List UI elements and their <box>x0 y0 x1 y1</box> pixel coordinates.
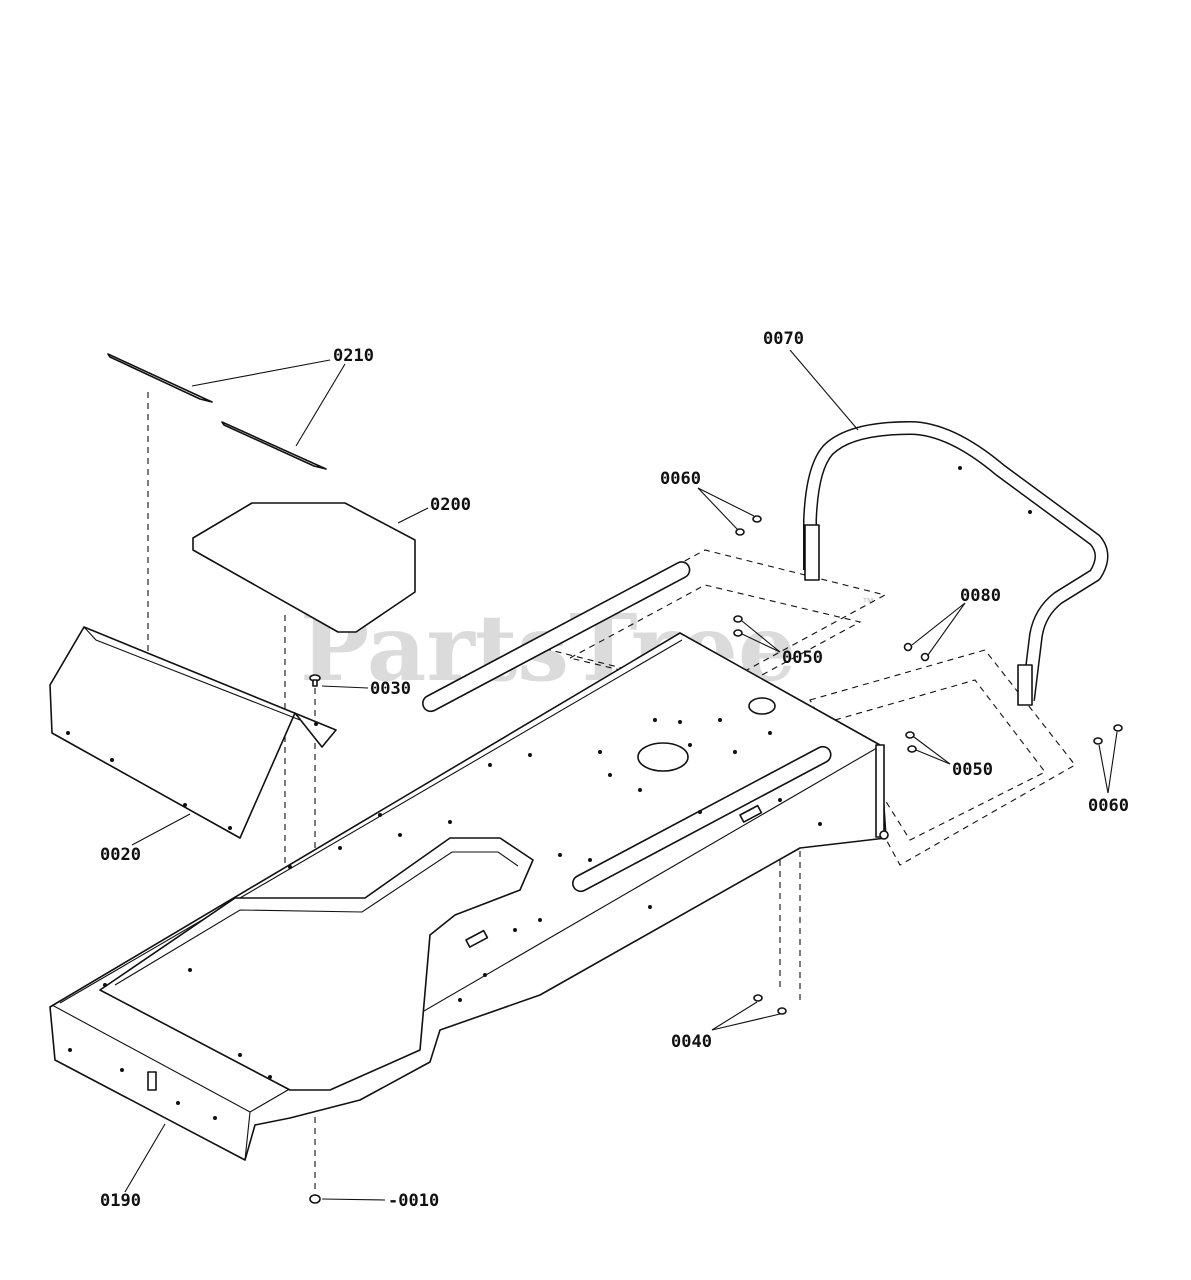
roll-bar <box>803 421 1109 706</box>
main-frame <box>49 561 889 1161</box>
fender-panel <box>49 626 337 839</box>
seat-plate <box>192 502 416 633</box>
callout-labels: 0210 0200 0030 0020 0190 -0010 0070 0060… <box>100 329 1129 1211</box>
callout-0040: 0040 <box>671 1032 712 1052</box>
callout-0060-right: 0060 <box>1088 796 1129 816</box>
callout-0080: 0080 <box>960 586 1001 606</box>
callout-0060-left: 0060 <box>660 469 701 489</box>
bolt-0050-lower-pair <box>905 731 917 753</box>
bolt-0030 <box>309 674 321 687</box>
nut-0010 <box>309 1194 321 1204</box>
shim-strip-upper <box>107 353 213 403</box>
callout-0190: 0190 <box>100 1191 141 1211</box>
bolt-0040-pair <box>753 994 787 1015</box>
callout-0070: 0070 <box>763 329 804 349</box>
callout-0050-upper: 0050 <box>782 648 823 668</box>
bolt-0060-right-pair <box>1093 724 1123 745</box>
callout-0010: -0010 <box>388 1191 439 1211</box>
callout-0210: 0210 <box>333 346 374 366</box>
callout-0050-lower: 0050 <box>952 760 993 780</box>
bolt-0050-upper-pair <box>733 615 743 637</box>
shim-strip-lower <box>221 421 327 470</box>
leader-lines <box>124 349 1118 1201</box>
callout-0200: 0200 <box>430 495 471 515</box>
callout-0020: 0020 <box>100 845 141 865</box>
bolt-0060-left-pair <box>735 515 762 536</box>
washer-0080-pair <box>903 642 930 662</box>
callout-0030: 0030 <box>370 679 411 699</box>
